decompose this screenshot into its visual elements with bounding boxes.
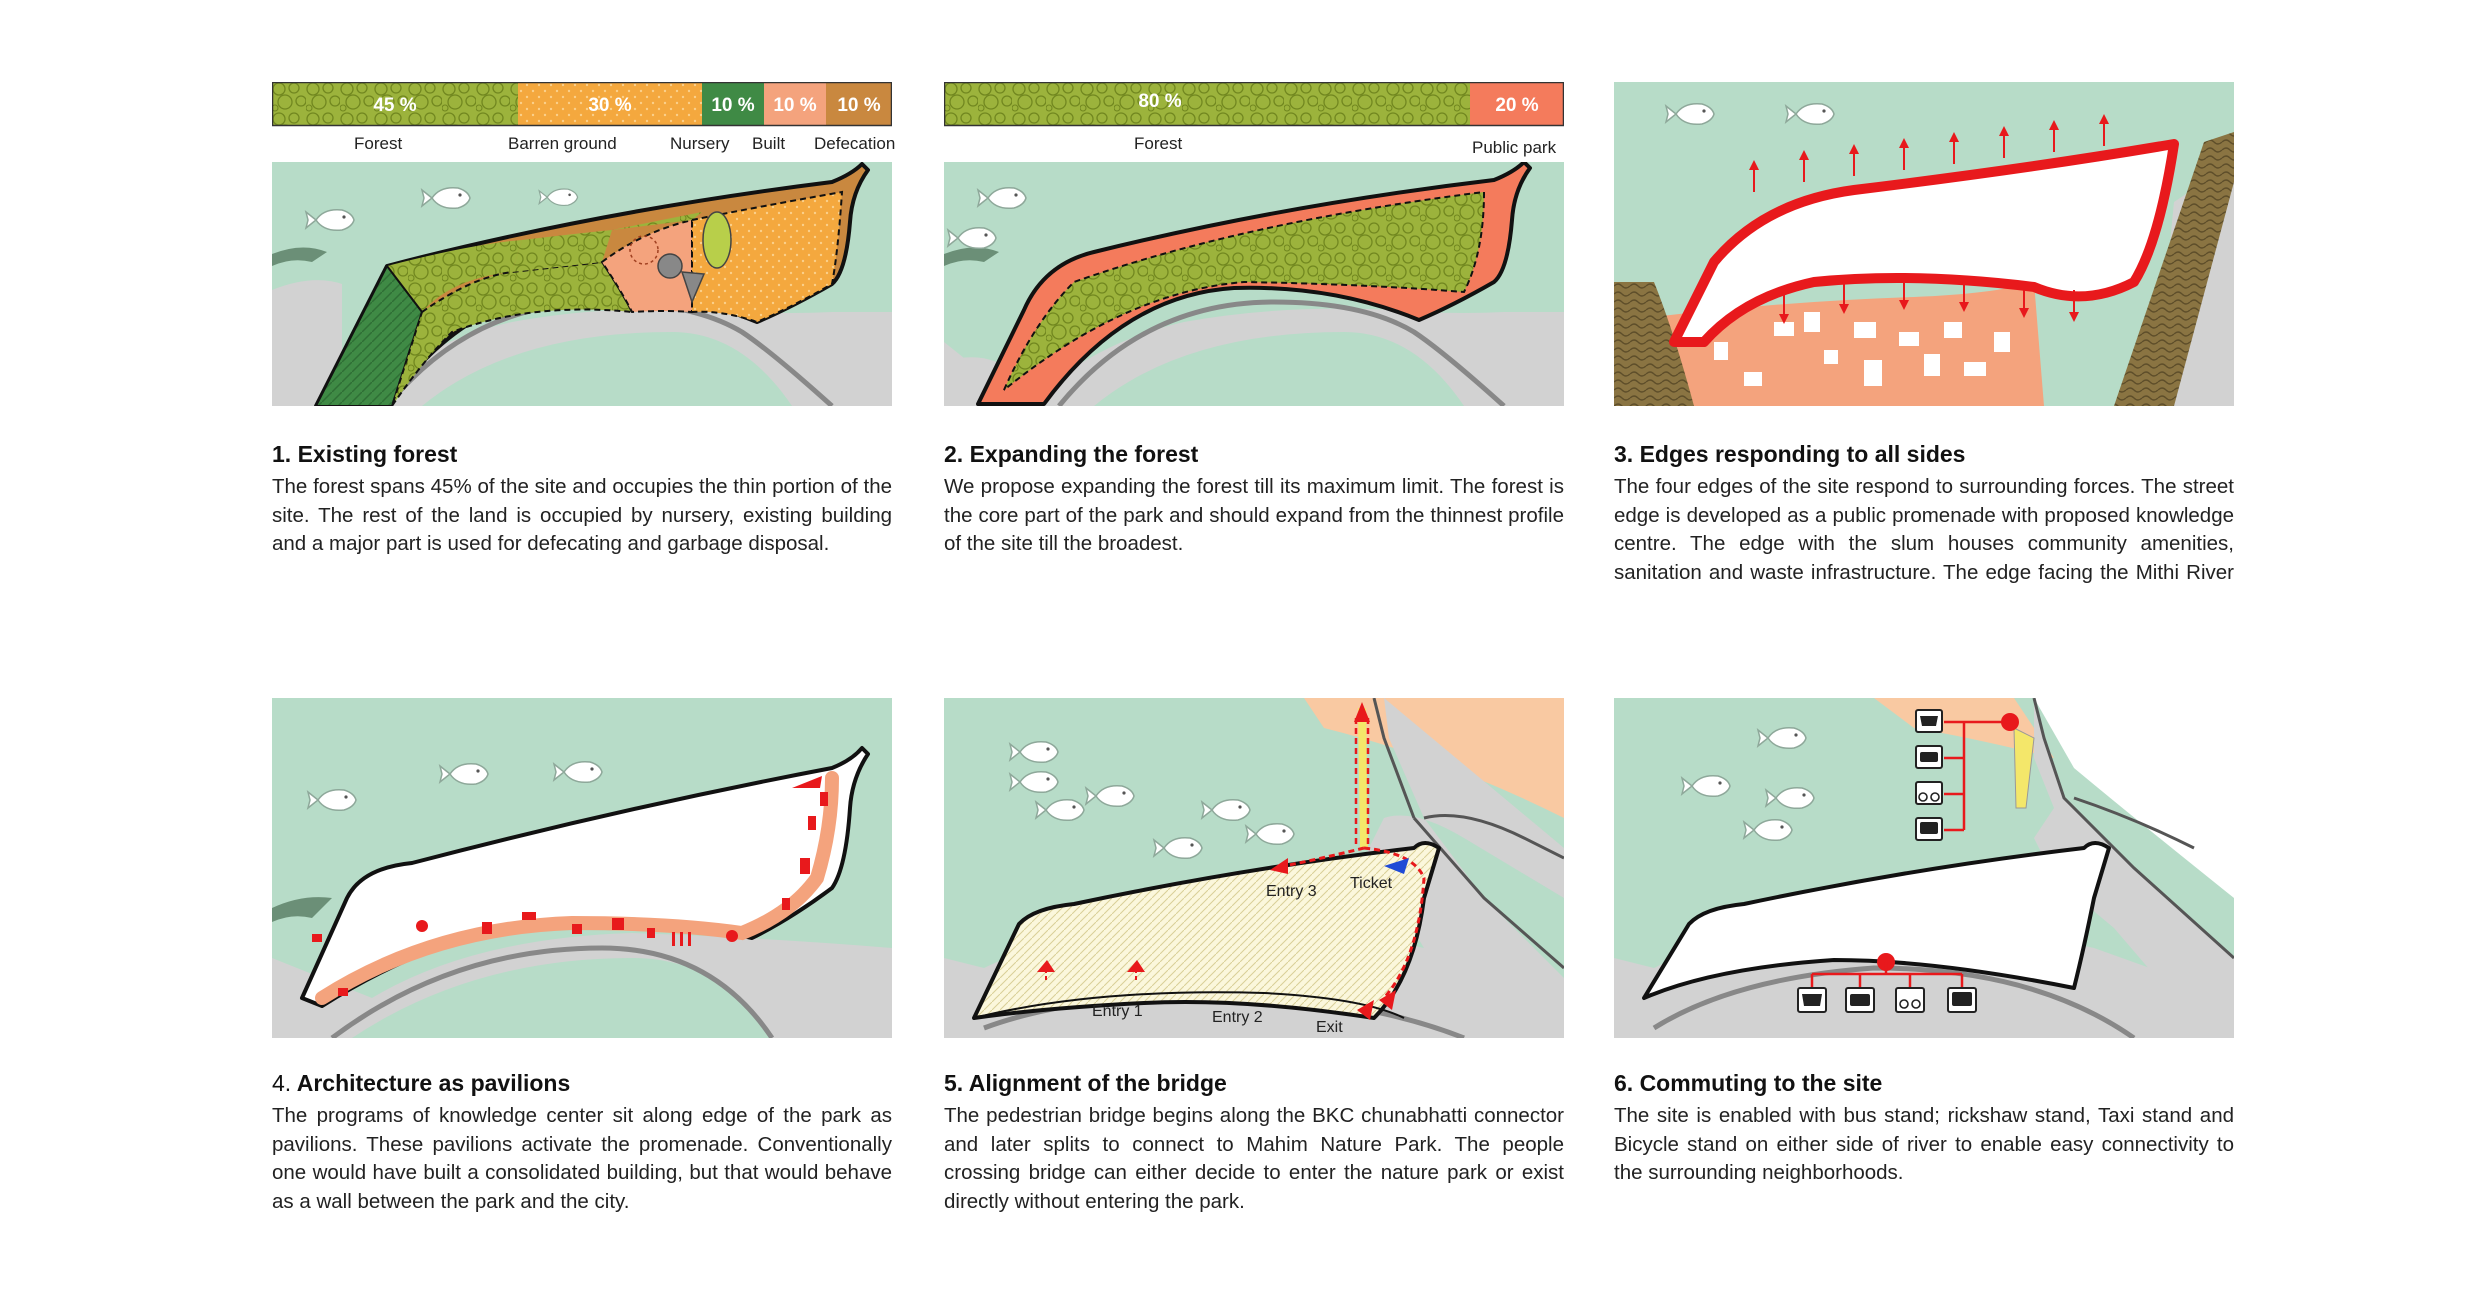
bar-label: 10 %	[711, 95, 754, 116]
panel-existing-forest: 45 % 30 % 10 % 10 % 10 % Forest Barren g…	[272, 82, 896, 642]
legend-built: Built	[752, 134, 786, 153]
map-expanding-forest	[944, 162, 1564, 406]
legend-forest: Forest	[1134, 134, 1183, 153]
panel-body: The programs of knowledge center sit alo…	[272, 1104, 892, 1213]
taxi-icon	[1915, 745, 1943, 769]
bar-segment-barren	[518, 82, 702, 126]
legend-barren-ground: Barren ground	[508, 134, 617, 153]
bus-icon	[1947, 987, 1977, 1013]
legend-public-park: Public park	[1472, 138, 1557, 157]
bar-segment-defecation	[826, 82, 892, 126]
bar-label: 20 %	[1495, 95, 1538, 116]
panel-body: The forest spans 45% of the site and occ…	[272, 475, 892, 555]
panel-body: We propose expanding the forest till its…	[944, 475, 1564, 555]
bar-label: 80 %	[1138, 91, 1181, 112]
map-pavilions	[272, 698, 892, 1038]
bar-segment-forest	[272, 82, 518, 126]
bar-segment-public-park	[1470, 82, 1564, 126]
caption: 2. Expanding the forest We propose expan…	[944, 439, 1564, 559]
panel-heading: 2. Expanding the forest	[944, 441, 1199, 467]
bar-legend: Forest Public park	[944, 134, 1564, 158]
panel-heading: 4. Architecture as pavilions	[272, 1068, 892, 1098]
bar-label: 10 %	[773, 95, 816, 116]
caption: 1. Existing forest The forest spans 45% …	[272, 439, 892, 559]
legend-defecation: Defecation	[814, 134, 896, 153]
panel-heading: 5. Alignment of the bridge	[944, 1070, 1227, 1096]
map-existing-forest	[272, 162, 892, 406]
bar-segment-built	[764, 82, 826, 126]
bar-label: 30 %	[588, 95, 631, 116]
panel-heading: 1. Existing forest	[272, 441, 458, 467]
panel-body: The four edges of the site respond to su…	[1614, 475, 2234, 584]
bar-segment-nursery	[702, 82, 764, 126]
bar-label: 10 %	[837, 95, 880, 116]
label-entry-3: Entry 3	[1266, 883, 1317, 900]
map-commuting	[1614, 698, 2234, 1038]
panel-edges: 3. Edges responding to all sides The fou…	[1614, 82, 2234, 642]
panel-body: The site is enabled with bus stand; rick…	[1614, 1104, 2234, 1184]
label-entry-1: Entry 1	[1092, 1003, 1143, 1020]
bicycle-icon	[1915, 781, 1943, 805]
bicycle-icon	[1895, 987, 1925, 1013]
bar-segment-forest	[944, 82, 1470, 126]
panel-heading: 3. Edges responding to all sides	[1614, 441, 1966, 467]
panel-pavilions: 4. Architecture as pavilions The program…	[272, 698, 892, 1258]
legend-forest: Forest	[354, 134, 403, 153]
map-edges	[1614, 82, 2234, 406]
caption: 6. Commuting to the site The site is ena…	[1614, 1068, 2234, 1188]
caption: 3. Edges responding to all sides The fou…	[1614, 439, 2234, 587]
panel-body: The pedestrian bridge begins along the B…	[944, 1104, 1564, 1213]
bus-icon	[1915, 817, 1943, 841]
rickshaw-icon	[1915, 709, 1943, 733]
landuse-bar: 45 % 30 % 10 % 10 % 10 %	[272, 82, 892, 128]
label-ticket: Ticket	[1350, 875, 1393, 892]
bar-legend: Forest Barren ground Nursery Built Defec…	[272, 134, 896, 158]
caption: 4. Architecture as pavilions The program…	[272, 1068, 892, 1216]
bar-label: 45 %	[373, 95, 416, 116]
landuse-bar: 80 % 20 %	[944, 82, 1564, 128]
panel-heading: 6. Commuting to the site	[1614, 1070, 1883, 1096]
label-entry-2: Entry 2	[1212, 1009, 1263, 1026]
label-exit: Exit	[1316, 1019, 1343, 1036]
heading-number: 4.	[272, 1070, 292, 1096]
legend-nursery: Nursery	[670, 134, 730, 153]
heading-text: Architecture as pavilions	[296, 1070, 571, 1096]
panel-bridge: Entry 3 Ticket Entry 1 Entry 2 Exit 5. A…	[944, 698, 1564, 1258]
panel-commuting: 6. Commuting to the site The site is ena…	[1614, 698, 2234, 1258]
taxi-icon	[1845, 987, 1875, 1013]
map-bridge: Entry 3 Ticket Entry 1 Entry 2 Exit	[944, 698, 1564, 1038]
panel-expanding-forest: 80 % 20 % Forest Public park 2. Expandin…	[944, 82, 1564, 642]
rickshaw-icon	[1797, 987, 1827, 1013]
caption: 5. Alignment of the bridge The pedestria…	[944, 1068, 1564, 1216]
